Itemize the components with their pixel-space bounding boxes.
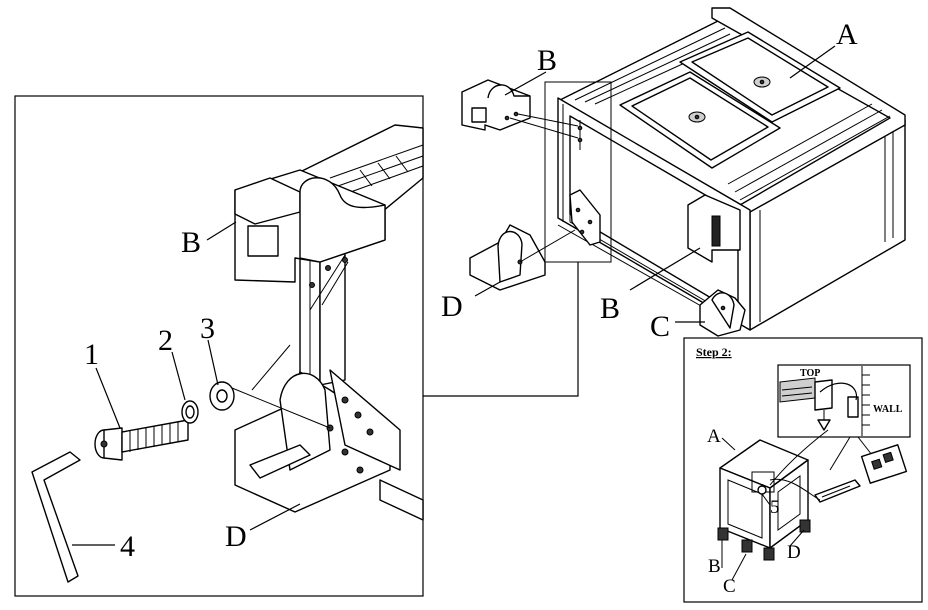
step2-top-tag: TOP <box>800 368 820 379</box>
step2-label-d: D <box>787 542 801 563</box>
step2-wall-inset: TOP WALL <box>777 364 911 438</box>
label-part-3: 3 <box>200 312 215 345</box>
cabinet-bracket-c <box>699 289 746 337</box>
cabinet-bracket-d <box>469 189 601 291</box>
step2-label-5: 5 <box>770 497 780 518</box>
step2-label-a: A <box>707 426 721 447</box>
cabinet-label-b-top: B <box>537 44 557 77</box>
step2-label-c: C <box>723 576 736 597</box>
label-part-1: 1 <box>84 338 99 371</box>
detail-bracket-d <box>234 369 424 521</box>
detail-bracket-b <box>234 169 386 288</box>
step2-title: Step 2: <box>696 345 732 359</box>
detail-guide-lines <box>231 254 349 429</box>
flat-washer-part-3 <box>209 381 235 411</box>
bolt-part-1 <box>94 419 189 461</box>
cabinet-leaders <box>474 45 836 323</box>
detail-side-post <box>299 237 346 393</box>
step2-wall-tag: WALL <box>873 404 903 415</box>
detail-leaders <box>72 221 301 546</box>
detail-label-b: B <box>181 226 201 259</box>
detail-panel: B D 1 2 3 4 <box>14 95 424 597</box>
cabinet-bracket-b-front <box>687 194 741 263</box>
cabinet-top <box>559 7 906 213</box>
step2-anchor-parts <box>814 436 908 503</box>
step2-small-cabinet <box>717 429 829 561</box>
cabinet-label-d: D <box>441 290 463 323</box>
step2-leaders <box>721 437 805 581</box>
cabinet-label-a: A <box>836 18 858 51</box>
step2-panel: Step 2: TOP WALL <box>683 337 923 603</box>
cabinet-drawing: A B D B C <box>441 7 906 343</box>
wall-brick-pattern <box>861 366 870 436</box>
label-part-2: 2 <box>158 324 173 357</box>
detail-callout-connector <box>423 262 579 397</box>
cabinet-label-b-front: B <box>600 292 620 325</box>
allen-key-part-4 <box>31 451 81 583</box>
spring-washer-part-2 <box>181 400 199 424</box>
detail-highlight-box <box>544 81 612 263</box>
step2-label-b: B <box>708 556 721 577</box>
cabinet-label-c: C <box>650 310 670 343</box>
cabinet-bracket-b-top <box>461 79 583 150</box>
detail-label-d: D <box>225 520 247 553</box>
label-part-4: 4 <box>120 530 135 563</box>
